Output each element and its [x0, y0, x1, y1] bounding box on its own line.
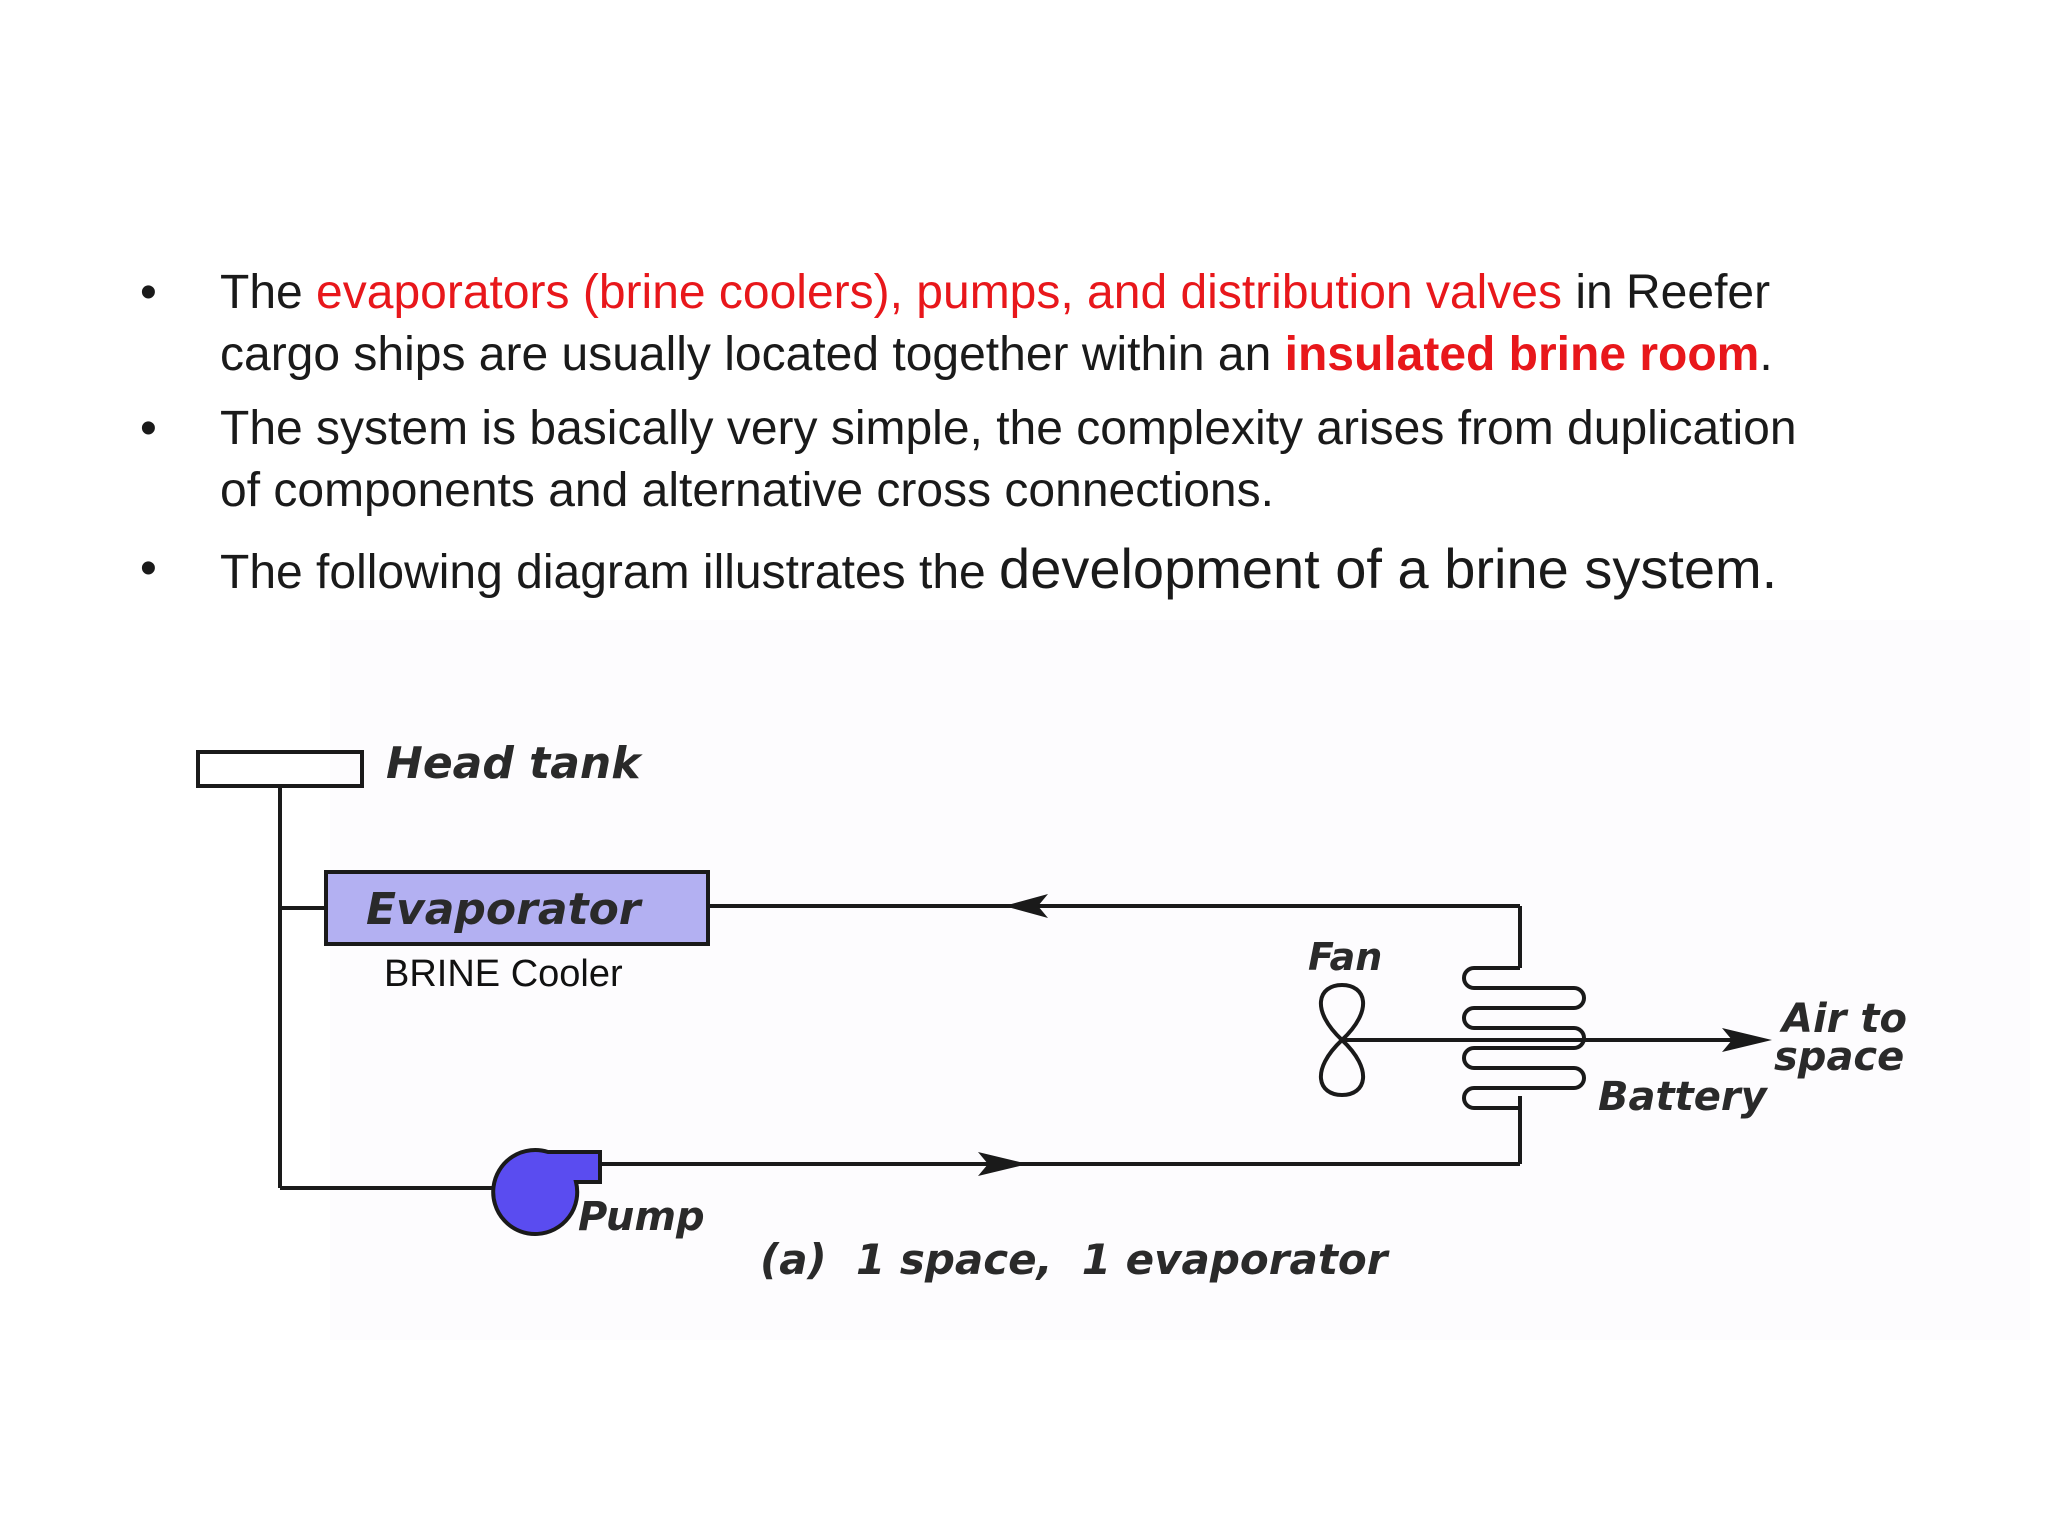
bullet-2-line-2: of components and alternative cross conn… [220, 464, 1274, 517]
bullet-3-text-b: development of a brine system. [999, 537, 1778, 600]
diagram-background [330, 620, 2030, 1340]
bullet-item-3: • The following diagram illustrates the … [140, 538, 1940, 604]
fan-label: Fan [1308, 935, 1382, 979]
bullet-1-period: . [1759, 328, 1773, 381]
flow-arrows [978, 894, 1772, 1176]
evaporator-box [324, 870, 710, 946]
bullet-1-highlight: evaporators (brine coolers), pumps, and … [316, 266, 1562, 319]
bullet-1-text-a: The [220, 266, 317, 319]
bullet-dot: • [140, 266, 157, 319]
pump-icon [491, 1148, 602, 1236]
supply-arrow-icon [978, 1152, 1028, 1176]
head-tank-shape [196, 750, 364, 788]
bullet-2-line-1: The system is basically very simple, the… [220, 402, 1797, 455]
bullet-list: • The evaporators (brine coolers), pumps… [140, 262, 1940, 604]
air-arrow-icon [1722, 1028, 1772, 1052]
pump-label: Pump [578, 1194, 705, 1240]
bullet-1-text-c: cargo ships are usually located together… [220, 328, 1285, 381]
diagram-caption: (a) 1 space, 1 evaporator [760, 1235, 1390, 1284]
brine-cooler-label: BRINE Cooler [384, 953, 623, 995]
bullet-dot: • [140, 542, 157, 595]
space-label: space [1774, 1034, 1904, 1080]
bullet-1-emphasis: insulated brine room [1284, 328, 1760, 381]
head-tank-label: Head tank [386, 738, 643, 789]
pipework [196, 750, 1740, 1190]
bullet-item-2: • The system is basically very simple, t… [140, 398, 1940, 522]
air-to-label: Air to [1779, 996, 1907, 1042]
fan-icon [1319, 982, 1365, 1098]
bullet-dot: • [140, 402, 157, 455]
return-arrow-icon [1004, 894, 1048, 918]
bullet-3-text-a: The following diagram illustrates the [220, 546, 1000, 599]
bullet-item-1: • The evaporators (brine coolers), pumps… [140, 262, 1940, 386]
evaporator-label: Evaporator [366, 884, 643, 935]
pump-body [491, 1148, 602, 1236]
bullet-1-text-b: in Reefer [1561, 266, 1771, 319]
battery-label: Battery [1598, 1074, 1769, 1120]
